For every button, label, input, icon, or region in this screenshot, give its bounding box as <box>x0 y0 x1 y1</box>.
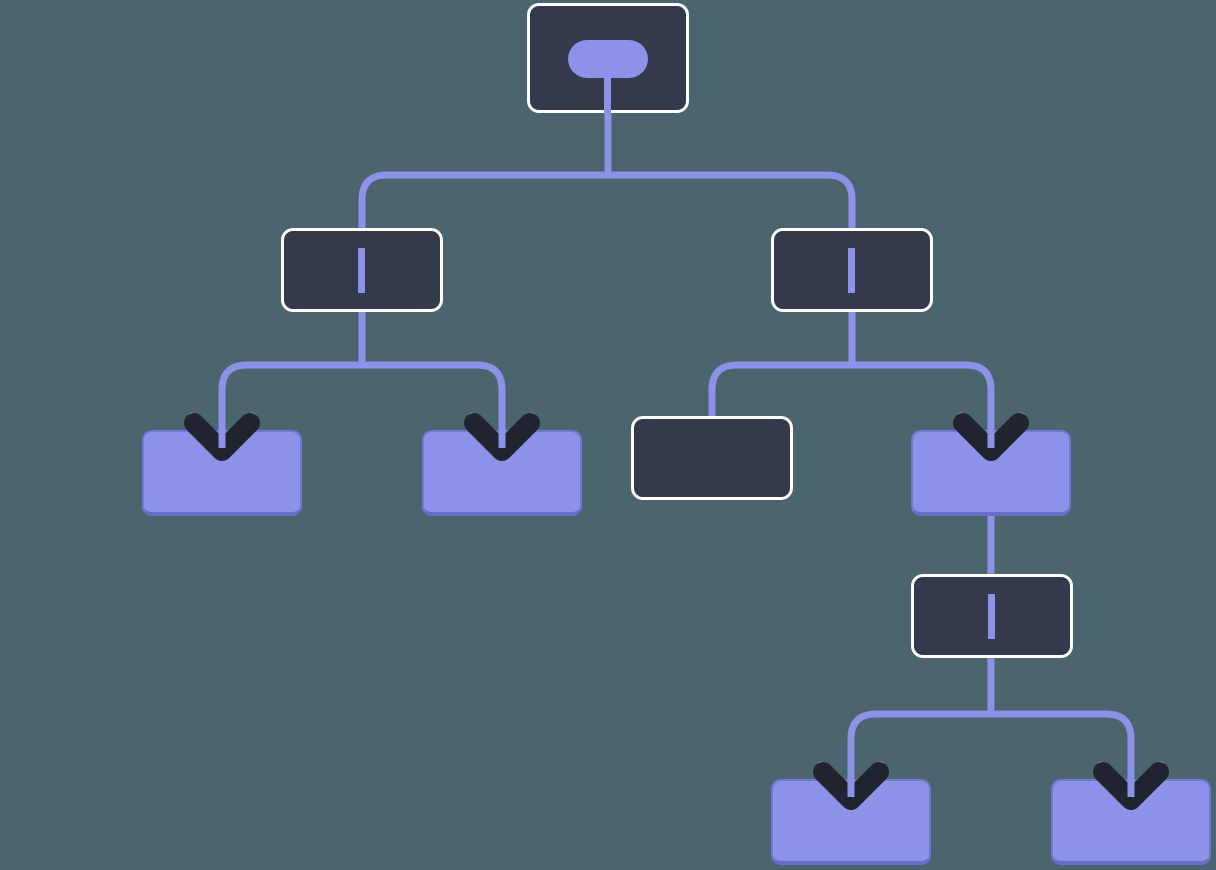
node-l2-a[interactable] <box>142 430 302 516</box>
node-l4-a[interactable] <box>771 779 931 865</box>
edge-l3a-to-l4a <box>847 710 991 797</box>
edge-l1right-to-l2d <box>852 361 995 448</box>
edge-l1right-to-l2c <box>708 361 852 420</box>
node-l1-right-inner-line <box>848 248 855 293</box>
node-l2-d[interactable] <box>911 430 1071 516</box>
node-l4-b[interactable] <box>1051 779 1211 865</box>
node-l1-left-inner-line <box>358 248 365 293</box>
node-l2-b[interactable] <box>422 430 582 516</box>
root-pill-stem <box>604 70 611 114</box>
edge-root-to-l1-left <box>358 171 608 245</box>
edge-l3a-to-l4b <box>991 710 1135 797</box>
node-l2-c[interactable] <box>631 416 793 500</box>
edge-root-to-l1-right <box>608 171 856 245</box>
node-l3-a-inner-line <box>988 594 995 639</box>
edge-l1left-to-l2b <box>362 361 506 448</box>
edge-l1left-to-l2a <box>218 361 362 448</box>
